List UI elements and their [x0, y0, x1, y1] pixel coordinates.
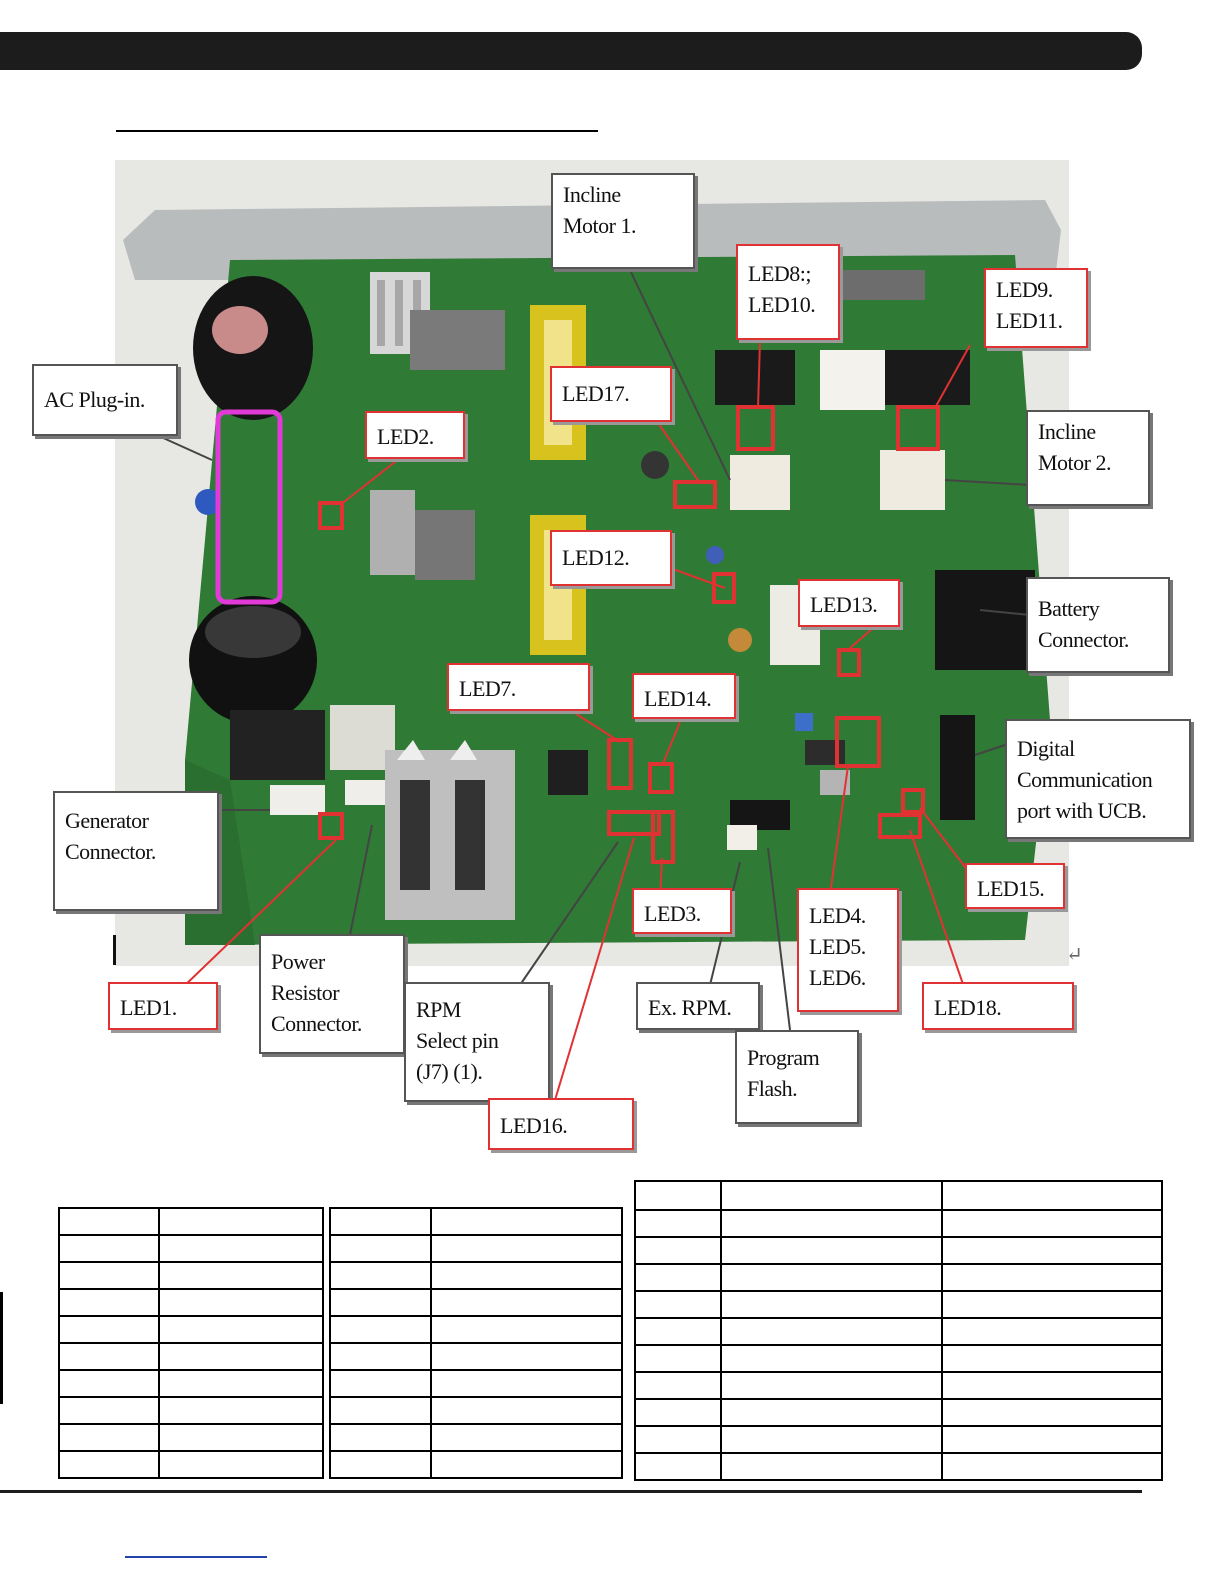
callout-led13: LED13. — [798, 579, 900, 627]
photo-edge-mark — [113, 935, 116, 965]
callout-digital-comm-port: Digital Communication port with UCB. — [1005, 719, 1191, 839]
led-table-left — [58, 1207, 324, 1479]
led-table-right — [634, 1180, 1163, 1481]
callout-led2: LED2. — [365, 411, 465, 459]
callout-led4-5-6: LED4. LED5. LED6. — [797, 888, 899, 1012]
callout-program-flash: Program Flash. — [735, 1030, 859, 1124]
callout-led17: LED17. — [550, 366, 672, 422]
callout-ac-plug-in: AC Plug-in. — [32, 364, 178, 436]
paragraph-return-mark: ↵ — [1066, 944, 1083, 966]
callout-led7: LED7. — [447, 663, 590, 711]
section-title-underline — [116, 130, 598, 132]
callout-led14: LED14. — [632, 673, 736, 719]
callout-led12: LED12. — [550, 530, 672, 586]
footer-link-underline[interactable] — [125, 1556, 267, 1558]
callout-incline-motor-2: Incline Motor 2. — [1026, 410, 1150, 506]
led-table-left-body — [58, 1207, 324, 1479]
header-bar — [0, 32, 1142, 70]
led-table-right-body — [634, 1180, 1163, 1481]
margin-change-bar — [0, 1292, 3, 1404]
callout-rpm-select-pin: RPM Select pin (J7) (1). — [404, 982, 550, 1102]
callout-power-resistor-connector: Power Resistor Connector. — [259, 934, 405, 1054]
callout-ex-rpm: Ex. RPM. — [636, 982, 760, 1030]
callout-led18: LED18. — [922, 982, 1074, 1030]
callout-led16: LED16. — [488, 1098, 634, 1150]
callout-led15: LED15. — [965, 863, 1065, 909]
led-table-middle — [329, 1207, 623, 1479]
footer-rule — [0, 1490, 1142, 1493]
callout-generator-connector: Generator Connector. — [53, 791, 219, 911]
callout-led8-led10: LED8:; LED10. — [736, 244, 840, 340]
led-table-middle-body — [329, 1207, 623, 1479]
callout-led1: LED1. — [108, 982, 218, 1030]
callout-incline-motor-1: Incline Motor 1. — [551, 173, 695, 269]
callout-led9-led11: LED9. LED11. — [984, 268, 1088, 348]
callout-battery-connector: Battery Connector. — [1026, 577, 1170, 673]
callout-led3: LED3. — [632, 888, 732, 934]
